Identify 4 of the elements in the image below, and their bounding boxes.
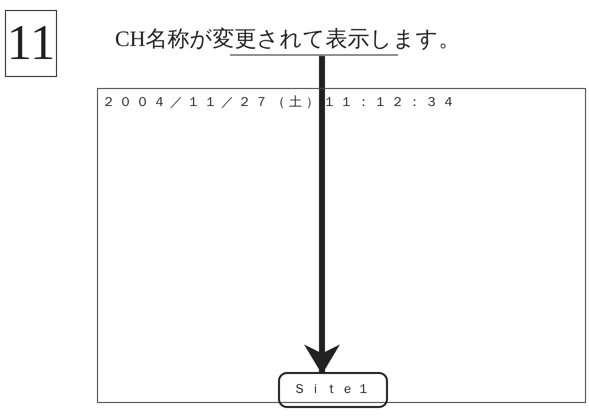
arrow [304, 56, 340, 374]
step-number-box: 11 [5, 10, 57, 77]
channel-name-box: Ｓｉｔｅ１ [278, 372, 388, 408]
instruction-text: CH名称が変更されて表示します。 [115, 22, 495, 56]
